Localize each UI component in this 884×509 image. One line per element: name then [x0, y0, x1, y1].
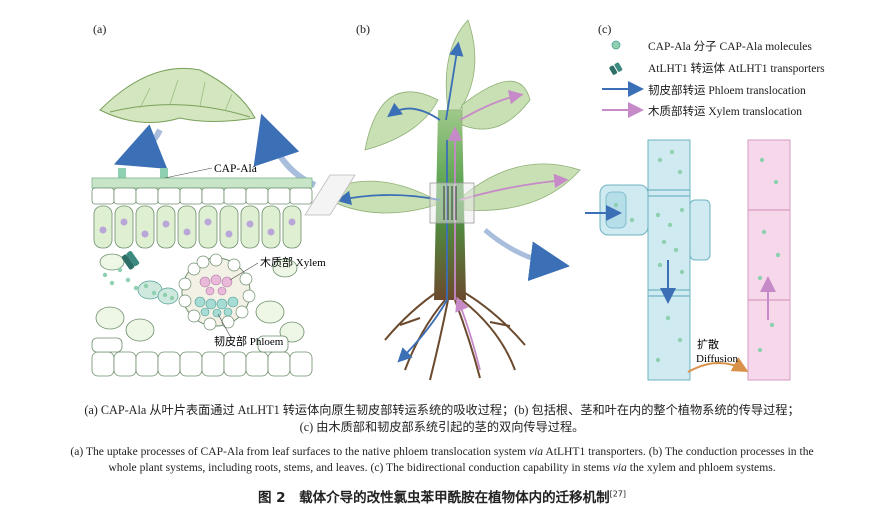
spongy-cells — [95, 253, 305, 343]
panel-label-b: (b) — [356, 22, 370, 36]
legend-item-molecules: CAP-Ala 分子 CAP-Ala molecules — [648, 41, 812, 53]
diffusion-arrow — [687, 357, 749, 373]
panel-a-leaf-section — [91, 67, 317, 377]
cap-ala-label: CAP-Ala — [214, 163, 257, 175]
panel-c-stem-conduction — [585, 40, 791, 381]
transporter-icon — [609, 62, 623, 75]
legend-item-phloem: 韧皮部转运 Phloem translocation — [648, 85, 806, 97]
figure-diagram: CAP-Ala 木质部 Xylem 韧皮部 Phloem — [91, 19, 791, 381]
atlht1-transporter-icon — [121, 251, 140, 270]
figure-title: 图 2 载体介导的改性氯虫苯甲酰胺在植物体内的迁移机制[27] — [0, 486, 884, 507]
xylem-label: 木质部 Xylem — [260, 255, 326, 269]
caption-english: (a) The uptake processes of CAP-Ala from… — [0, 444, 884, 476]
leaf-top-right — [461, 80, 531, 130]
panel-label-c: (c) — [598, 22, 612, 36]
phloem-arrows-plant — [336, 41, 464, 363]
xylem-tube — [747, 139, 791, 381]
caption-en-line2b: the xylem and phloem systems. — [626, 461, 776, 474]
phloem-tube — [585, 139, 711, 381]
molecule-icon — [611, 40, 621, 50]
panel-label-a: (a) — [93, 22, 107, 36]
caption-zh-line2: (c) 由木质部和韧皮部系统引起的茎的双向传导过程。 — [299, 420, 585, 434]
return-arrow — [253, 113, 317, 188]
phloem-label: 韧皮部 Phloem — [214, 334, 284, 348]
caption-en-line2a: whole plant systems, including roots, st… — [108, 461, 613, 474]
leaf-cuticle — [91, 177, 313, 189]
caption-en-via2: via — [612, 461, 627, 474]
legend-item-xylem: 木质部转运 Xylem translocation — [648, 106, 802, 118]
figure-title-ref: [27] — [609, 489, 626, 499]
lower-epidermis — [91, 351, 313, 377]
leaf-mid-right — [463, 163, 581, 211]
caption-en-part1: (a) The uptake processes of CAP-Ala from… — [70, 445, 529, 458]
caption-en-part2: AtLHT1 transporters. (b) The conduction … — [543, 445, 814, 458]
diffusion-zh-label: 扩散 — [697, 337, 719, 351]
caption-en-via1: via — [528, 445, 544, 458]
caption-zh-line1: (a) CAP-Ala 从叶片表面通过 AtLHT1 转运体向原生韧皮部转运系统… — [84, 403, 800, 417]
uptake-arrow — [113, 124, 168, 169]
upper-epidermis — [91, 187, 313, 205]
leaf-top — [445, 19, 476, 111]
diffusion-en-label: Diffusion — [696, 353, 738, 365]
palisade-cells — [93, 205, 302, 249]
legend-item-transporters: AtLHT1 转运体 AtLHT1 transporters — [648, 63, 825, 75]
panel-b-whole-plant — [304, 19, 581, 381]
leaf-top-left — [364, 91, 439, 151]
vascular-bundle — [178, 253, 256, 331]
figure-title-text: 图 2 载体介导的改性氯虫苯甲酰胺在植物体内的迁移机制 — [257, 490, 610, 506]
roots — [384, 289, 526, 381]
phloem-cells — [194, 296, 239, 318]
xylem-vessels — [199, 274, 233, 296]
caption-chinese: (a) CAP-Ala 从叶片表面通过 AtLHT1 转运体向原生韧皮部转运系统… — [0, 402, 884, 436]
